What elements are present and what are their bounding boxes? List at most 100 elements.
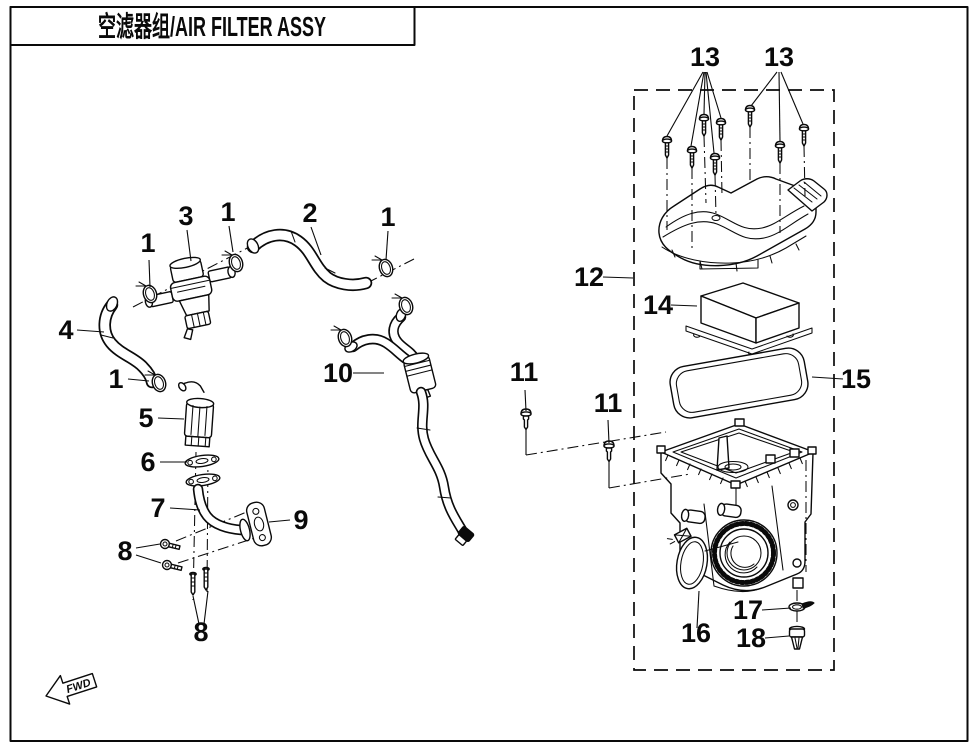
assembly-boundary-dashed-box [633, 89, 835, 671]
callout-leader-line [127, 378, 150, 382]
breather-hose-circuit [98, 228, 475, 601]
callout-leader-line [385, 230, 389, 261]
callout-leader-line [310, 226, 322, 256]
part-number-callout: 11 [594, 388, 623, 418]
hose10-upper-core [389, 313, 419, 363]
gasket-hole [212, 475, 218, 482]
clamp-fit-line [704, 541, 739, 552]
valve5-hex-ticks [190, 436, 207, 448]
callout-leader-line [705, 71, 715, 154]
pipe-end-flange [239, 518, 251, 542]
callout-leader-line [148, 259, 151, 288]
filter-element-14 [685, 282, 813, 356]
hose-4-joint-tick [100, 334, 114, 339]
screw-13 [774, 140, 786, 164]
callout-leader-line [761, 607, 792, 611]
rim-boss [789, 448, 800, 458]
flange-center-hole [253, 516, 265, 532]
gasket-hole [211, 456, 217, 463]
screw-13 [744, 104, 756, 128]
callout-leader-line [157, 417, 185, 420]
valve-body [788, 628, 806, 638]
cover-snorkel-ribs [793, 181, 822, 203]
part-number-callout: 2 [302, 198, 317, 228]
gasket-slot [195, 457, 209, 465]
nub-end [680, 508, 690, 522]
callout-leader-line [135, 554, 162, 564]
hose-4-open-end [105, 296, 119, 312]
part-number-callout: 5 [138, 403, 153, 433]
drain-valve-18 [788, 625, 806, 650]
part-number-callout: 1 [108, 364, 123, 394]
valve-body-bands [170, 279, 211, 293]
clamp-band-inner [680, 541, 704, 585]
part-number-callout: 1 [380, 202, 395, 232]
part-number-callout: 13 [764, 42, 794, 72]
part-number-callout: 12 [574, 262, 604, 292]
inlet-nubs [680, 502, 742, 525]
part-number-callout: 16 [681, 618, 711, 648]
air-filter-box-assembly [520, 89, 835, 671]
flange-9 [245, 501, 273, 547]
hose10-end-fitting [454, 525, 475, 546]
side-boss [787, 499, 799, 511]
callout-leader-line [76, 329, 105, 333]
flange-bolt-hole [258, 534, 266, 542]
intake-shading [724, 541, 758, 574]
part-number-callout: 17 [733, 595, 763, 625]
element-right-face [755, 302, 800, 344]
rim-seal-hatch [665, 454, 803, 488]
breather-hose-10 [330, 293, 475, 546]
gasket-inner [675, 353, 803, 413]
part-number-callout: 1 [140, 228, 155, 258]
hose-clamp [391, 293, 416, 318]
part-number-callout: 3 [178, 201, 193, 231]
intake-outer [710, 519, 778, 587]
part-number-callout: 13 [690, 42, 720, 72]
callout-leader-line [750, 71, 778, 107]
seal-gasket-15 [669, 347, 809, 419]
gasket-plate [184, 454, 220, 468]
valve5-elbow-end [177, 382, 187, 392]
rim-tab [734, 418, 745, 427]
side-boss-hole [790, 502, 796, 508]
page-border [9, 6, 969, 742]
breather-pipe-7 [192, 483, 251, 542]
hose10-long-leg [415, 386, 468, 536]
valve-lower-block [178, 293, 210, 317]
hose-2-joint-ticks [290, 230, 336, 274]
nub-end [716, 502, 726, 516]
air-box-cover [658, 176, 828, 272]
clamp-screw-housing [666, 527, 692, 545]
drain-port [792, 577, 804, 589]
callout-leader-line [602, 276, 634, 279]
valve-spout [183, 328, 194, 341]
rim-tab [807, 446, 817, 455]
callout-leader-line [764, 635, 790, 639]
screw-13 [709, 152, 721, 176]
flange-bolt-hole [252, 507, 260, 515]
stud-8 [189, 571, 197, 596]
screw-13 [661, 135, 673, 159]
screw-13 [715, 117, 727, 141]
callout-leader-line [666, 71, 704, 137]
housing-interior-seat [717, 460, 749, 474]
gasket-plate [185, 473, 221, 487]
intake-ribbed-band [712, 521, 776, 585]
valve-duckbill [790, 636, 804, 650]
cover-snorkel [787, 178, 828, 212]
hose10-long-core [417, 388, 466, 534]
hose-2-core [248, 230, 371, 290]
fwd-arrow-shape [45, 672, 98, 705]
screw-13 [798, 123, 810, 147]
callout-leader-line [706, 71, 722, 119]
housing-interior-post [716, 435, 730, 471]
callout-leader-line [228, 225, 234, 253]
screw-11 [520, 408, 532, 431]
valve-duckbill-lines [794, 637, 800, 649]
stud-8 [202, 566, 210, 591]
callout-leader-line [169, 507, 201, 511]
rim-tab [730, 480, 741, 489]
callout-leader-line [696, 590, 700, 629]
